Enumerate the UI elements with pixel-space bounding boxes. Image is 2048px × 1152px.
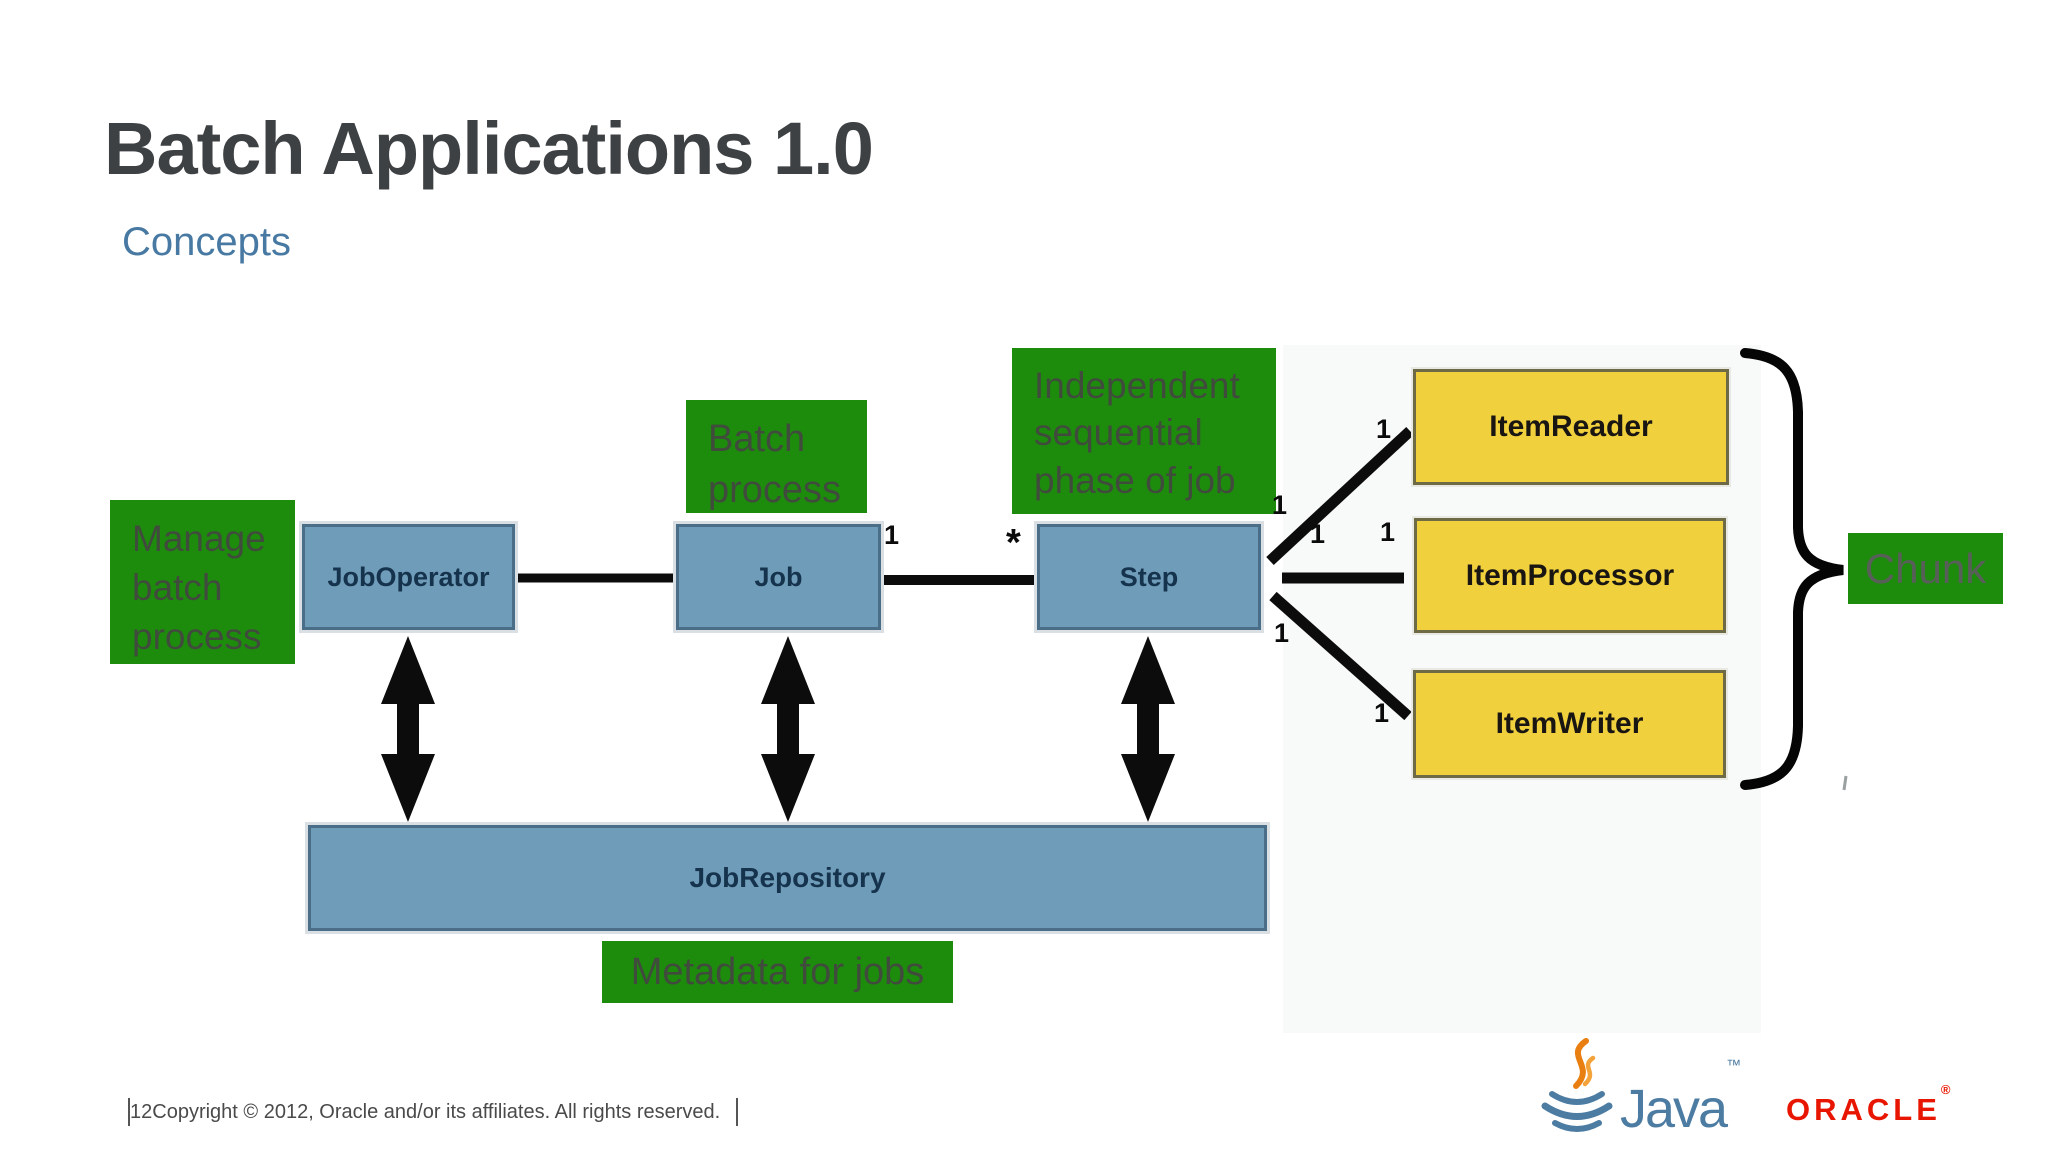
oracle-logo: ORACLE®: [1786, 1082, 1950, 1128]
annotation-batch-process: Batch process: [686, 400, 867, 513]
multiplicity-processor-item-side: 1: [1380, 517, 1396, 547]
caret-mark-leading: [128, 1098, 130, 1126]
multiplicity-reader-step-side: 1: [1272, 490, 1288, 520]
java-wordmark: Java: [1620, 1079, 1728, 1140]
multiplicity-processor-step-side: 1: [1310, 519, 1326, 549]
node-jobrepository: JobRepository: [308, 825, 1267, 931]
node-step-label: Step: [1119, 561, 1179, 592]
multiplicity-job-side: 1: [884, 520, 900, 550]
node-itemwriter: ItemWriter: [1413, 670, 1726, 778]
caret-mark-trailing: [736, 1098, 739, 1126]
node-job: Job: [676, 524, 881, 630]
footer-page-number: 12: [130, 1100, 153, 1123]
node-itemprocessor-label: ItemProcessor: [1465, 558, 1675, 592]
arrow-job-jobrepository: [761, 636, 815, 822]
oracle-registered-mark: ®: [1940, 1082, 1951, 1097]
annotation-chunk: Chunk: [1848, 533, 2003, 604]
node-itemreader: ItemReader: [1413, 369, 1729, 485]
annotation-manage-batch-process: Manage batch process: [110, 500, 295, 664]
node-joboperator-label: JobOperator: [327, 561, 490, 592]
node-itemprocessor: ItemProcessor: [1414, 518, 1726, 633]
multiplicity-writer-step-side: 1: [1274, 618, 1290, 648]
artifact-tick: [1842, 775, 1848, 791]
java-logo: Java ™: [1540, 1038, 1741, 1138]
multiplicity-writer-item-side: 1: [1374, 698, 1390, 728]
page-title: Batch Applications 1.0: [104, 107, 874, 190]
node-joboperator: JobOperator: [302, 524, 515, 630]
node-itemreader-label: ItemReader: [1489, 410, 1653, 443]
annotation-independent-sequential: Independent sequential phase of job: [1012, 348, 1276, 514]
oracle-wordmark: ORACLE: [1786, 1092, 1941, 1127]
java-cup-icon: [1541, 1038, 1613, 1132]
annotation-metadata-for-jobs: Metadata for jobs: [602, 941, 953, 1003]
multiplicity-step-side: *: [1006, 522, 1021, 564]
arrow-step-jobrepository: [1121, 636, 1175, 822]
java-trademark: ™: [1726, 1057, 1742, 1075]
arrow-joboperator-jobrepository: [381, 636, 435, 822]
node-job-label: Job: [754, 561, 803, 592]
multiplicity-reader-item-side: 1: [1376, 414, 1392, 444]
footer-copyright: Copyright © 2012, Oracle and/or its affi…: [152, 1100, 721, 1123]
slide-subtitle: Concepts: [122, 220, 291, 264]
node-itemwriter-label: ItemWriter: [1495, 707, 1644, 740]
node-step: Step: [1037, 524, 1261, 630]
node-jobrepository-label: JobRepository: [689, 862, 886, 893]
